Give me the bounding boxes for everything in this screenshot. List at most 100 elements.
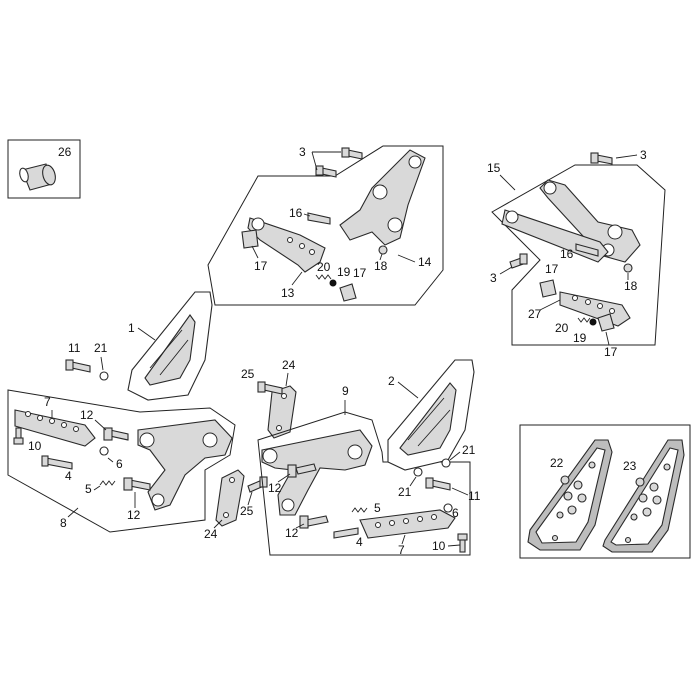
callout-19b: 19	[573, 331, 587, 345]
callout-6a: 6	[116, 457, 123, 471]
footrest-7a	[14, 409, 96, 447]
heel-guard-2-group: 2 21 21 11	[387, 359, 481, 503]
rubber-17b	[339, 283, 357, 302]
frame-8	[7, 389, 236, 533]
rubber-17c	[539, 279, 557, 298]
screw-3b	[590, 152, 613, 165]
plate-23	[602, 439, 685, 553]
shim-24b	[215, 469, 245, 527]
bolt-25a	[257, 381, 283, 395]
callout-10b: 10	[432, 539, 446, 553]
bushing-26	[19, 163, 56, 191]
callout-8: 8	[60, 516, 67, 530]
callout-21c: 21	[462, 443, 476, 457]
callout-16b: 16	[560, 247, 574, 261]
callout-9: 9	[342, 384, 349, 398]
callout-2: 2	[388, 374, 395, 388]
screw-3c	[509, 253, 528, 269]
bolt-12b	[123, 477, 151, 491]
callout-6b: 6	[452, 506, 459, 520]
callout-16a: 16	[289, 206, 303, 220]
frame-9	[257, 411, 471, 556]
callout-4a: 4	[65, 469, 72, 483]
bolt-12c	[287, 463, 317, 478]
screw-11a	[65, 359, 91, 373]
bracket-8	[137, 419, 233, 511]
plate-22	[527, 439, 613, 551]
callout-20b: 20	[555, 321, 569, 335]
bracket-9	[261, 429, 373, 516]
callout-3a: 3	[299, 145, 306, 159]
bolt-12a	[103, 427, 129, 441]
spring-20a	[315, 274, 332, 280]
callout-11b: 11	[468, 489, 481, 503]
frame-22-23	[519, 424, 691, 559]
screws-3a	[315, 147, 363, 178]
footrest-27	[559, 291, 631, 327]
ball-19a	[329, 279, 337, 287]
pin-16b	[575, 243, 599, 257]
callout-12d: 12	[285, 526, 299, 540]
group-right-passenger-bracket: 3 15 3 16 17 18 27 20 19 17	[487, 148, 666, 359]
callout-12c: 12	[268, 481, 282, 495]
bracket-14	[339, 149, 426, 246]
ball-19b	[589, 318, 597, 326]
group-left-passenger-bracket: 3 16 17 20 19 17 18 13 14	[207, 145, 444, 306]
callout-13: 13	[281, 286, 295, 300]
frame-15	[491, 164, 666, 346]
callout-7b: 7	[398, 543, 405, 557]
callout-25a: 25	[241, 367, 255, 381]
shim-24a	[267, 385, 297, 439]
callout-10a: 10	[28, 439, 42, 453]
callout-21a: 21	[94, 341, 108, 355]
frame-26	[7, 139, 81, 199]
washer-21a	[99, 371, 109, 381]
callout-23: 23	[623, 459, 637, 473]
screw-11b	[425, 477, 451, 491]
screw-10b	[457, 533, 468, 553]
callout-21b: 21	[398, 485, 412, 499]
callout-1: 1	[128, 321, 135, 335]
callout-5b: 5	[374, 501, 381, 515]
callout-19a: 19	[337, 265, 351, 279]
callout-27: 27	[528, 307, 542, 321]
spring-5b	[351, 507, 368, 513]
callout-18b: 18	[624, 279, 638, 293]
group-left-rider-footrest: 7 10 12 6 4 5 12 8	[7, 389, 236, 533]
clip-18a	[378, 245, 388, 255]
shim-24b-group: 24 25	[204, 469, 268, 541]
callout-5a: 5	[85, 482, 92, 496]
callout-11a: 11	[68, 341, 81, 355]
rubber-17a	[241, 229, 259, 249]
callout-17c: 17	[545, 262, 559, 276]
callout-18a: 18	[374, 259, 388, 273]
callout-12a: 12	[80, 408, 94, 422]
bolt-25b	[247, 476, 268, 493]
heel-guard-1-group: 1 11 21	[65, 291, 213, 401]
callout-17d: 17	[604, 345, 618, 359]
bolt-12d	[299, 515, 329, 529]
callout-3c: 3	[490, 271, 497, 285]
clip-6b	[443, 503, 453, 513]
callout-15: 15	[487, 161, 501, 175]
group-plates-22-23: 22 23	[519, 424, 691, 559]
callout-17a: 17	[254, 259, 268, 273]
callout-22: 22	[550, 456, 564, 470]
callout-12b: 12	[127, 508, 141, 522]
frame-14	[207, 145, 444, 306]
pin-4b	[333, 527, 359, 539]
washer-21b	[413, 467, 423, 477]
callout-25b: 25	[240, 504, 254, 518]
rubber-17d	[597, 313, 615, 332]
clip-6a	[99, 446, 109, 456]
clip-18b	[623, 263, 633, 273]
callout-26: 26	[58, 145, 72, 159]
group-part-26: 26	[7, 139, 81, 199]
shim-24a-group: 24 25	[241, 358, 297, 439]
washer-21c	[441, 458, 451, 468]
spring-5a	[99, 480, 116, 486]
screw-10a	[13, 427, 24, 445]
pin-16a	[307, 212, 331, 225]
